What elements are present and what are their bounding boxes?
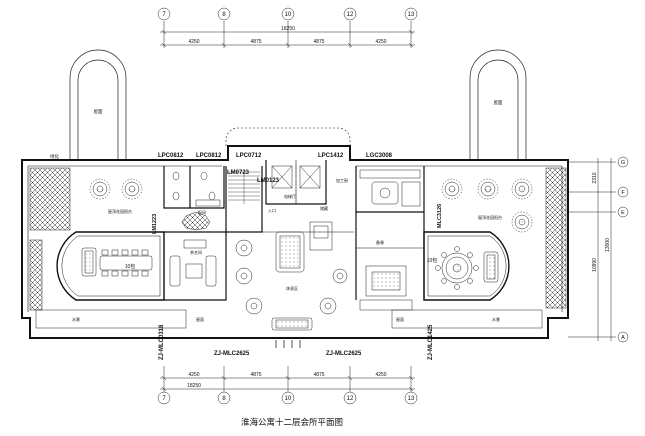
elevators xyxy=(271,165,321,189)
roof-wing-right xyxy=(469,49,527,160)
round-table-vip-right xyxy=(435,246,479,290)
bottom-sofa xyxy=(271,317,313,331)
sofa-right xyxy=(483,251,499,283)
lounge-tables xyxy=(235,239,348,315)
entrance-label: 入口 xyxy=(268,208,276,213)
roof-left-label: 屋面 xyxy=(94,109,103,115)
pantry-label: 配间 xyxy=(198,209,206,215)
bottom-axis-label-8: 8 xyxy=(222,396,226,402)
axis-label-F: F xyxy=(621,190,625,196)
roof-garden-right-label: 屋顶花园阳台 xyxy=(478,214,502,220)
axis-label-7: 7 xyxy=(162,12,166,18)
bottom-grid-bubbles xyxy=(157,391,418,405)
entry-canopy xyxy=(225,127,351,146)
tag-zj-mlc2625-a: ZJ-MLC2625 xyxy=(214,351,250,357)
bottom-axis-label-13: 13 xyxy=(408,396,415,402)
right-dim-1: 2310 xyxy=(592,172,598,183)
bottom-total-dimension: 18250 xyxy=(187,383,201,389)
left-vip-room xyxy=(56,231,165,301)
axis-label-A: A xyxy=(621,335,625,341)
entry-arrows xyxy=(275,340,301,348)
top-total-dimension: 18250 xyxy=(281,26,295,32)
elevator-hall-label: 电梯厅 xyxy=(284,193,296,199)
tag-mlc3126: MLC3126 xyxy=(437,204,443,228)
tea-room-furniture xyxy=(169,239,217,287)
roof-wing-left xyxy=(69,49,127,160)
top-dim-3: 4875 xyxy=(313,39,324,45)
vip-right-label: 10包 xyxy=(427,257,438,264)
lobby-octagon xyxy=(181,211,211,231)
roof-low-left xyxy=(35,309,187,329)
tag-zj-mlc2625-b: ZJ-MLC2625 xyxy=(326,351,362,357)
axis-label-G: G xyxy=(621,160,625,166)
roof-low-left-label: 屋面 xyxy=(196,316,204,322)
top-grid-axes xyxy=(157,7,418,48)
tag-lm0723: LM0723 xyxy=(227,170,250,176)
top-dim-1: 4250 xyxy=(188,39,199,45)
vip-left-label: 10包 xyxy=(125,263,136,270)
right-grid-axes xyxy=(568,156,629,343)
roof-right-label: 屋面 xyxy=(494,100,503,106)
planter-strip-left xyxy=(29,239,43,311)
kitchen-fixtures xyxy=(359,169,421,207)
bottom-dim-1: 4250 xyxy=(188,372,199,378)
right-dim-2: 13000 xyxy=(605,238,611,252)
restroom-fixtures xyxy=(172,171,221,207)
axis-label-8: 8 xyxy=(222,12,226,18)
bottom-dimension-lines xyxy=(160,366,415,392)
building-outline xyxy=(21,145,569,339)
kitchen-label: 加工厨 xyxy=(336,177,348,183)
sofa-left xyxy=(81,247,97,277)
private-garden-label: 屋顶花园阳台 xyxy=(108,208,132,214)
water-right-label: 水景 xyxy=(492,316,500,322)
dining-tables-topleft xyxy=(89,178,143,200)
tag-lpc0812-b: LPC0812 xyxy=(196,153,222,159)
bottom-axis-label-12: 12 xyxy=(347,396,354,402)
tag-zj-mlc1425: ZJ-MLC1425 xyxy=(428,324,434,360)
dining-table-left xyxy=(99,249,153,277)
water-left-label: 水景 xyxy=(72,316,80,322)
top-dim-2: 4875 xyxy=(250,39,261,45)
roof-low-right xyxy=(391,309,543,329)
bottom-axis-label-10: 10 xyxy=(285,396,292,402)
pantry-right-label: 备餐 xyxy=(376,239,384,245)
tea-room-label: 茶艺间 xyxy=(190,249,202,255)
axis-label-E: E xyxy=(621,210,625,216)
tag-lpc1412: LPC1412 xyxy=(318,153,344,159)
right-vip-room xyxy=(423,231,510,301)
top-dim-4: 4250 xyxy=(375,39,386,45)
planter-zone-right xyxy=(545,167,567,309)
storage-label: 储藏 xyxy=(320,205,328,211)
bottom-dim-4: 4250 xyxy=(375,372,386,378)
tag-lm0123: LM0123 xyxy=(257,178,280,184)
drawing-title: 淮海公寓十二层会所平面图 xyxy=(241,417,343,427)
roof-low-right-label: 屋面 xyxy=(396,316,404,322)
rest-area-label: 休息区 xyxy=(286,285,298,291)
axis-label-13: 13 xyxy=(408,12,415,18)
right-living-furniture xyxy=(359,265,413,311)
tag-zj-mlc0318: ZJ-MLC0318 xyxy=(159,324,165,360)
dining-tables-topright xyxy=(441,178,533,233)
tag-lm1223: LM1223 xyxy=(152,214,158,234)
lounge-bar xyxy=(275,221,333,273)
tag-lpc0812-a: LPC0812 xyxy=(158,153,184,159)
bottom-dim-2: 4875 xyxy=(250,372,261,378)
right-total-dimension: 10990 xyxy=(592,258,598,272)
planter-zone-left xyxy=(29,167,71,231)
interior-walls xyxy=(163,160,425,301)
tag-lgc3008: LGC3008 xyxy=(366,153,393,159)
axis-label-10: 10 xyxy=(285,12,292,18)
tag-lpc0712: LPC0712 xyxy=(236,153,262,159)
staircase xyxy=(228,171,260,204)
bottom-axis-label-7: 7 xyxy=(162,396,166,402)
bottom-dim-3: 4875 xyxy=(313,372,324,378)
axis-label-12: 12 xyxy=(347,12,354,18)
green-label: 绿化 xyxy=(50,153,59,160)
top-dimension-lines xyxy=(160,29,415,48)
